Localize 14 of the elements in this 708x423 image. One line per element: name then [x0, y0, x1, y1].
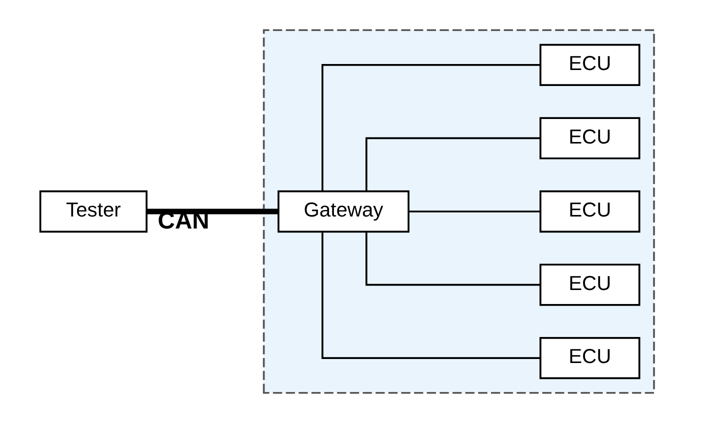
connector — [321, 232, 540, 359]
node-box: Tester — [38, 190, 147, 233]
node-box: ECU — [539, 336, 640, 380]
node-box: Gateway — [277, 190, 409, 233]
connector — [364, 232, 540, 286]
node-box: ECU — [539, 190, 640, 233]
connector — [321, 64, 540, 192]
node-box: ECU — [539, 117, 640, 160]
node-box: ECU — [539, 264, 640, 306]
cluster — [262, 29, 654, 394]
connector — [408, 210, 540, 212]
node-box: ECU — [539, 44, 640, 86]
connector — [146, 208, 278, 214]
connector — [364, 137, 540, 191]
